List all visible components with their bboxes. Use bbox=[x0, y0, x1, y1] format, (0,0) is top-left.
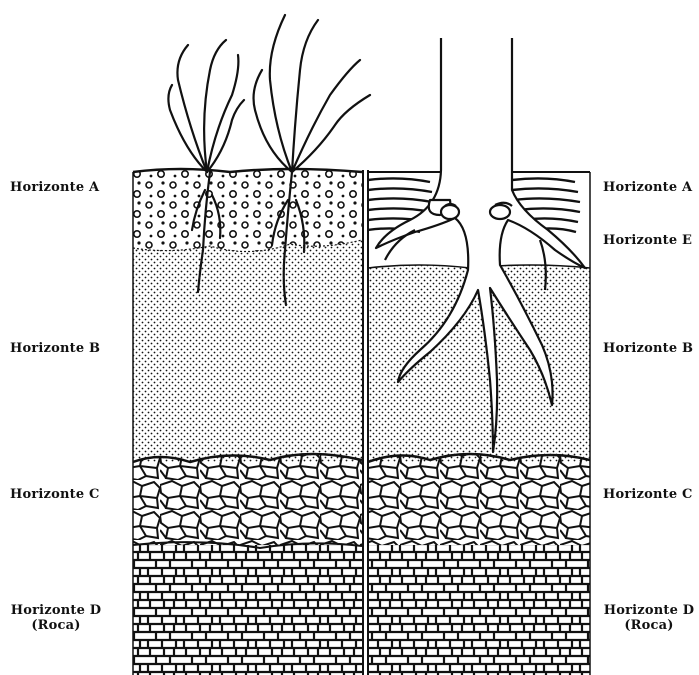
right-label-horizon-e: Horizonte E bbox=[603, 233, 692, 248]
right-label-horizon-a: Horizonte A bbox=[603, 180, 692, 195]
left-horizon-d-note: (Roca) bbox=[8, 618, 104, 633]
left-horizon-d-title: Horizonte D bbox=[8, 603, 104, 618]
left-label-horizon-b: Horizonte B bbox=[10, 341, 100, 356]
right-label-horizon-b: Horizonte B bbox=[603, 341, 693, 356]
left-label-horizon-a: Horizonte A bbox=[10, 180, 99, 195]
right-horizon-d-layer bbox=[368, 545, 590, 675]
left-label-horizon-d: Horizonte D (Roca) bbox=[8, 603, 104, 633]
left-horizon-c-layer bbox=[133, 454, 362, 545]
right-horizon-c-layer bbox=[368, 454, 590, 545]
right-label-horizon-c: Horizonte C bbox=[603, 487, 693, 502]
right-horizon-d-title: Horizonte D bbox=[603, 603, 695, 618]
left-horizon-b-layer bbox=[133, 240, 362, 462]
left-label-horizon-c: Horizonte C bbox=[10, 487, 100, 502]
right-label-horizon-d: Horizonte D (Roca) bbox=[603, 603, 695, 633]
left-horizon-d-layer bbox=[133, 545, 362, 675]
right-horizon-d-note: (Roca) bbox=[603, 618, 695, 633]
left-horizon-a-layer bbox=[133, 170, 362, 252]
